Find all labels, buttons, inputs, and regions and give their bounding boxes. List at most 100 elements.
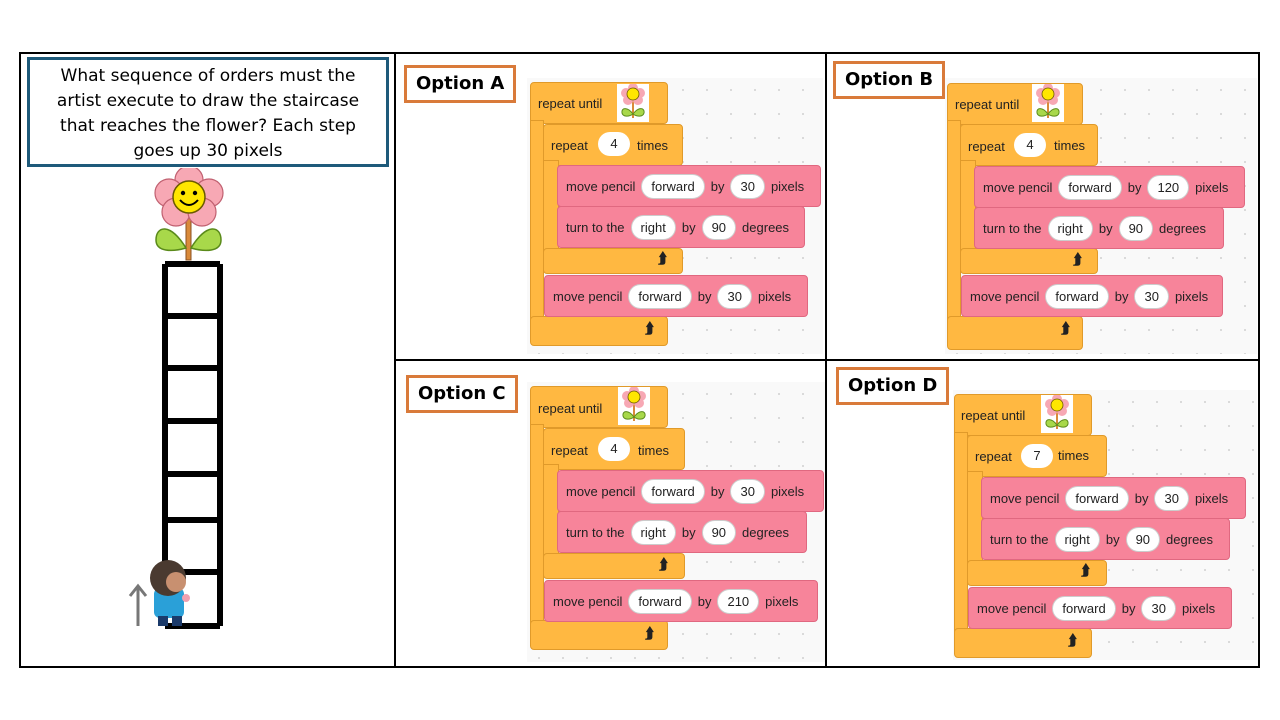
option-a-turn-value[interactable]: 90	[701, 214, 737, 240]
option-a-move-block-1[interactable]: move pencil forward by 30 pixels	[557, 165, 821, 207]
option-a-turn-unit: degrees	[742, 219, 790, 235]
option-c-repeat-until-footer	[530, 620, 668, 650]
option-c-times-text: times	[638, 443, 670, 458]
option-a-move1-unit: pixels	[770, 178, 805, 194]
option-c-inner-loop-arrow-icon: ⮭	[659, 556, 668, 573]
option-b-move2-dir[interactable]: forward	[1045, 283, 1109, 309]
option-a-turn-block[interactable]: turn to the right by 90 degrees	[557, 206, 805, 248]
option-a-repeat-until-text: repeat until	[538, 96, 603, 111]
option-b-turn-value[interactable]: 90	[1118, 215, 1154, 241]
option-c-turn-block[interactable]: turn to the right by 90 degrees	[557, 511, 807, 553]
option-d-move1-prefix: move pencil	[990, 490, 1060, 506]
option-a-move2-value[interactable]: 30	[717, 283, 752, 309]
option-a-turn-dir[interactable]: right	[630, 214, 676, 240]
option-d-repeat-text: repeat	[975, 449, 1012, 464]
option-b-turn-prefix: turn to the	[983, 220, 1042, 236]
option-c-repeat-until-text: repeat until	[538, 401, 603, 416]
option-c-label: Option C	[406, 375, 518, 413]
option-b-move-block-2[interactable]: move pencil forward by 30 pixels	[961, 275, 1223, 317]
question-line-2: artist execute to draw the staircase	[56, 91, 360, 111]
option-b-move1-by: by	[1127, 179, 1142, 195]
question-line-1: What sequence of orders must the	[60, 66, 356, 86]
option-d-repeat-count[interactable]: 7	[1021, 444, 1053, 468]
option-a-move-block-2[interactable]: move pencil forward by 30 pixels	[544, 275, 808, 317]
option-a-repeat-count[interactable]: 4	[598, 132, 630, 156]
option-b-inner-loop-arrow-icon: ⮭	[1073, 251, 1082, 268]
option-b-move1-value[interactable]: 120	[1147, 174, 1190, 200]
option-c-move2-value[interactable]: 210	[717, 588, 760, 614]
option-b-move2-value[interactable]: 30	[1134, 283, 1169, 309]
option-a-move1-dir[interactable]: forward	[641, 173, 705, 199]
option-c-move1-unit: pixels	[770, 483, 805, 499]
option-a-turn-by: by	[681, 219, 696, 235]
option-d-move1-dir[interactable]: forward	[1065, 485, 1129, 511]
option-b-outer-loop-arrow-icon: ⮭	[1061, 320, 1070, 337]
option-d-move-block-1[interactable]: move pencil forward by 30 pixels	[981, 477, 1246, 519]
staircase-illustration	[128, 168, 224, 629]
option-d-label: Option D	[836, 367, 950, 405]
option-a-repeat-text: repeat	[551, 138, 588, 153]
option-a-move2-by: by	[697, 288, 712, 304]
option-a-times-text: times	[637, 138, 669, 153]
option-b-move-block-1[interactable]: move pencil forward by 120 pixels	[974, 166, 1245, 208]
option-d-repeat-until-text: repeat until	[961, 408, 1026, 423]
option-d-turn-value[interactable]: 90	[1125, 526, 1161, 552]
flower-icon	[154, 168, 224, 261]
option-b-times-text: times	[1054, 138, 1086, 153]
option-b-turn-by: by	[1098, 220, 1113, 236]
option-d-repeat-until-body	[954, 432, 968, 632]
option-c-repeat-text: repeat	[551, 443, 588, 458]
option-b-turn-block[interactable]: turn to the right by 90 degrees	[974, 207, 1224, 249]
option-a-move1-value[interactable]: 30	[730, 173, 765, 199]
option-c-move1-value[interactable]: 30	[730, 478, 765, 504]
option-b-move1-dir[interactable]: forward	[1058, 174, 1122, 200]
option-c-move1-by: by	[710, 483, 725, 499]
option-d-move2-value[interactable]: 30	[1141, 595, 1176, 621]
option-d-turn-prefix: turn to the	[990, 531, 1049, 547]
option-d-move2-by: by	[1121, 600, 1136, 616]
option-c-move-block-2[interactable]: move pencil forward by 210 pixels	[544, 580, 818, 622]
option-c-repeat-count[interactable]: 4	[598, 437, 630, 461]
option-d-move1-value[interactable]: 30	[1154, 485, 1189, 511]
option-a-outer-loop-arrow-icon: ⮭	[645, 320, 654, 337]
option-b-repeat-until-footer	[947, 316, 1083, 350]
option-c-turn-value[interactable]: 90	[701, 519, 737, 545]
option-d-move2-unit: pixels	[1181, 600, 1216, 616]
option-c-move1-prefix: move pencil	[566, 483, 636, 499]
option-c-outer-loop-arrow-icon: ⮭	[645, 625, 654, 642]
option-c-move1-dir[interactable]: forward	[641, 478, 705, 504]
option-c-move2-prefix: move pencil	[553, 593, 623, 609]
option-c-move2-unit: pixels	[765, 593, 799, 609]
option-c-repeat-footer	[543, 553, 685, 579]
option-d-turn-dir[interactable]: right	[1054, 526, 1100, 552]
option-d-move-block-2[interactable]: move pencil forward by 30 pixels	[968, 587, 1232, 629]
divider-horizontal	[394, 359, 1260, 361]
option-c-move-block-1[interactable]: move pencil forward by 30 pixels	[557, 470, 824, 512]
option-b-flower-icon	[1032, 83, 1064, 122]
option-a-move2-prefix: move pencil	[553, 288, 623, 304]
option-d-inner-loop-arrow-icon: ⮭	[1081, 562, 1090, 579]
option-c-flower-icon	[618, 386, 650, 425]
option-a-inner-loop-arrow-icon: ⮭	[658, 250, 667, 267]
option-b-turn-dir[interactable]: right	[1047, 215, 1093, 241]
option-b-move1-prefix: move pencil	[983, 179, 1053, 195]
option-b-move2-by: by	[1114, 288, 1129, 304]
option-d-turn-by: by	[1105, 531, 1120, 547]
option-b-repeat-count[interactable]: 4	[1014, 133, 1046, 157]
option-b-move2-prefix: move pencil	[970, 288, 1040, 304]
option-a-turn-prefix: turn to the	[566, 219, 625, 235]
option-b-repeat-text: repeat	[968, 139, 1005, 154]
option-a-move2-dir[interactable]: forward	[628, 283, 692, 309]
option-a-repeat-until-body	[530, 120, 544, 320]
option-d-move2-dir[interactable]: forward	[1052, 595, 1116, 621]
option-b-label: Option B	[833, 61, 946, 99]
option-d-turn-block[interactable]: turn to the right by 90 degrees	[981, 518, 1230, 560]
option-c-move2-by: by	[697, 593, 712, 609]
option-d-repeat-footer	[967, 560, 1107, 586]
option-a-move1-prefix: move pencil	[566, 178, 636, 194]
option-c-repeat-until-body	[530, 424, 544, 624]
option-c-turn-dir[interactable]: right	[630, 519, 676, 545]
option-d-times-text: times	[1058, 448, 1090, 463]
option-c-move2-dir[interactable]: forward	[628, 588, 692, 614]
option-b-move2-unit: pixels	[1174, 288, 1209, 304]
